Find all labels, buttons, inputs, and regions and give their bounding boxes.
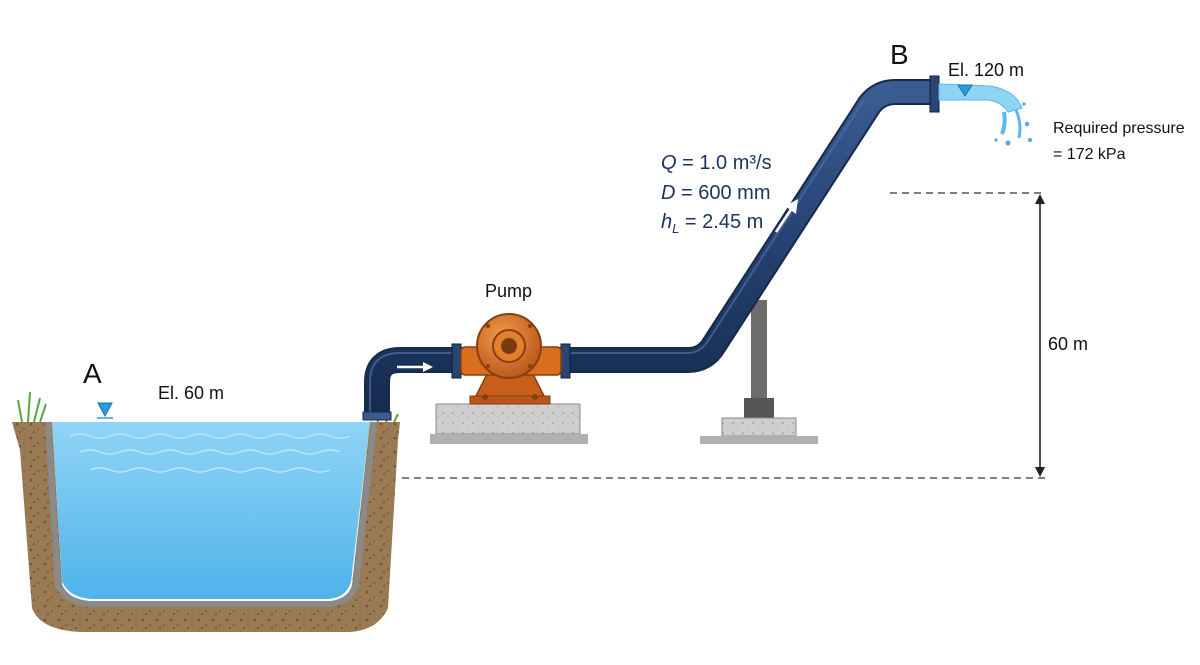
pump-label: Pump	[485, 281, 533, 301]
pipeline-body	[366, 81, 934, 418]
flow-rate-label: Q = 1.0 m³/s	[661, 153, 772, 173]
point-a-label: A	[83, 358, 102, 389]
reservoir-water	[52, 422, 370, 599]
elevation-a-label: El. 60 m	[158, 383, 225, 403]
water-surface-marker-a	[97, 402, 113, 418]
elevation-b-label: El. 120 m	[948, 60, 1025, 80]
pump-foundation	[430, 403, 588, 444]
flow-rate-value: = 1.0 m³/s	[682, 152, 772, 174]
required-pressure-line2: = 172 kPa	[1053, 146, 1126, 163]
dimension-label: 60 m	[1048, 334, 1089, 354]
grass-left	[17, 391, 47, 423]
head-loss-value: = 2.45 m	[684, 211, 764, 233]
diameter-label: D = 600 mm	[661, 183, 771, 203]
dimension-60m	[402, 192, 1045, 479]
head-loss-symbol: h	[661, 211, 673, 233]
outlet-flange	[560, 343, 571, 379]
pipe-support	[700, 300, 818, 444]
head-loss-subscript: L	[672, 221, 680, 236]
head-loss-label: hL = 2.45 m	[661, 212, 763, 235]
diameter-symbol: D	[661, 182, 676, 204]
point-b-label: B	[890, 39, 909, 70]
water-ripples	[69, 433, 351, 473]
pump-body	[460, 313, 562, 405]
flow-arrow-horizontal	[397, 362, 433, 372]
flow-arrow-inclined	[774, 199, 798, 233]
reservoir-wall	[45, 421, 377, 607]
water-jet	[938, 83, 1032, 146]
dimension-arrowhead-top	[1035, 194, 1045, 204]
reservoir	[12, 391, 400, 632]
flow-rate-symbol: Q	[661, 152, 677, 174]
diameter-value: = 600 mm	[681, 182, 771, 204]
end-flange	[929, 75, 940, 113]
inlet-flange	[451, 343, 462, 379]
dimension-arrowhead-bottom	[1035, 467, 1045, 477]
required-pressure-line1: Required pressure	[1053, 120, 1185, 137]
intake-coupling	[362, 411, 392, 421]
water-surface-marker-b	[957, 84, 973, 97]
